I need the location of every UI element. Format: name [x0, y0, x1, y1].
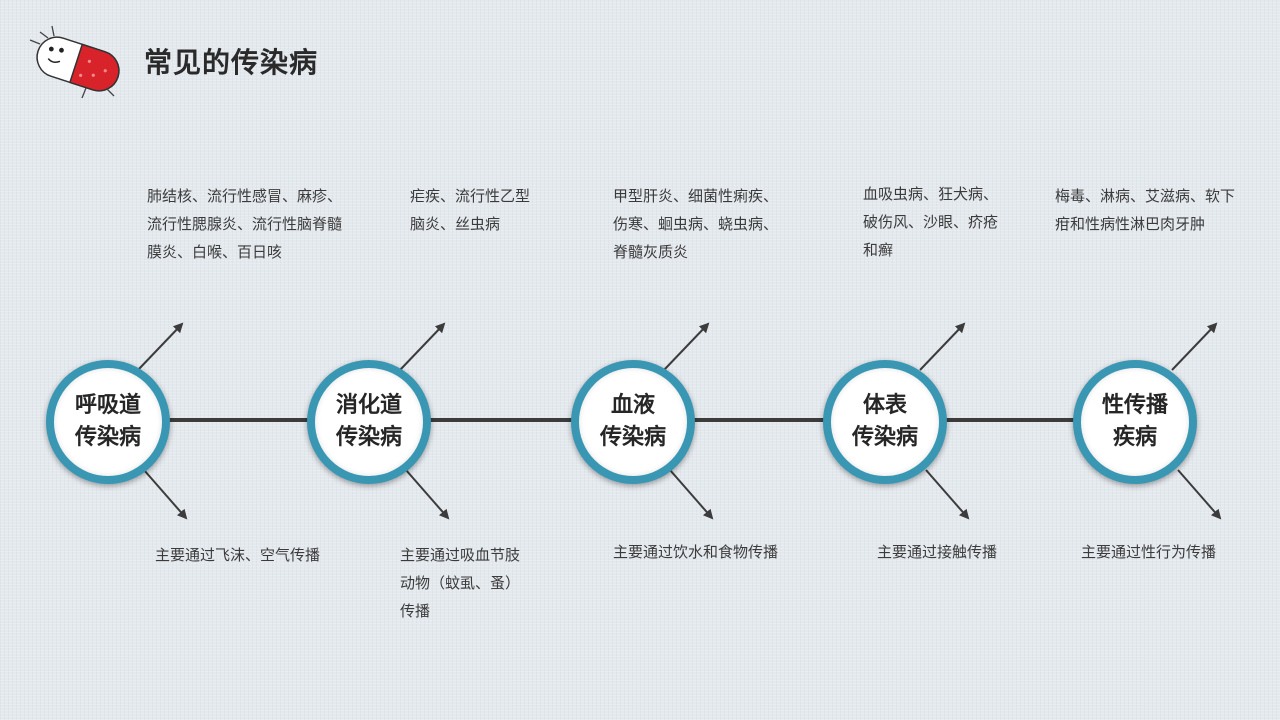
up-arrow-4: [919, 322, 966, 371]
node-sexual: 性传播 疾病: [1073, 360, 1197, 484]
node-digestive: 消化道 传染病: [307, 360, 431, 484]
up-arrow-5: [1171, 322, 1218, 371]
examples-body-surface: 血吸虫病、狂犬病、 破伤风、沙眼、疥疮 和癣: [863, 185, 999, 259]
node-label-digestive: 消化道 传染病: [335, 393, 402, 450]
examples-sexual: 梅毒、淋病、艾滋病、软下 疳和性病性淋巴肉牙肿: [1055, 187, 1236, 233]
route-body-surface: 主要通过接触传播: [877, 543, 998, 561]
route-digestive: 主要通过吸血节肢 动物（蚊虱、蚤） 传播: [400, 546, 521, 620]
down-arrow-1: [143, 469, 188, 520]
up-arrow-3: [663, 322, 710, 371]
examples-digestive: 疟疾、流行性乙型 脑炎、丝虫病: [410, 187, 531, 233]
down-arrow-5: [1177, 469, 1222, 520]
examples-blood: 甲型肝炎、细菌性痢疾、 伤寒、蛔虫病、蛲虫病、 脊髓灰质炎: [613, 187, 779, 261]
node-label-blood: 血液 传染病: [599, 393, 666, 450]
route-blood: 主要通过饮水和食物传播: [613, 543, 779, 561]
examples-respiratory: 肺结核、流行性感冒、麻疹、 流行性腮腺炎、流行性脑脊髓 膜炎、白喉、百日咳: [147, 187, 343, 261]
up-arrow-1: [137, 322, 184, 371]
pill-mascot-logo: [29, 25, 120, 99]
down-arrow-3: [669, 469, 714, 520]
down-arrow-4: [925, 469, 970, 520]
node-label-sexual: 性传播 疾病: [1101, 393, 1168, 450]
node-label-respiratory: 呼吸道 传染病: [74, 393, 141, 450]
page-title: 常见的传染病: [144, 46, 319, 79]
node-body-surface: 体表 传染病: [823, 360, 947, 484]
route-sexual: 主要通过性行为传播: [1081, 543, 1217, 561]
route-respiratory: 主要通过飞沫、空气传播: [155, 546, 321, 564]
up-arrow-2: [399, 322, 446, 371]
node-blood: 血液 传染病: [571, 360, 695, 484]
node-label-body-surface: 体表 传染病: [851, 393, 918, 450]
node-respiratory: 呼吸道 传染病: [46, 360, 170, 484]
down-arrow-2: [405, 469, 450, 520]
